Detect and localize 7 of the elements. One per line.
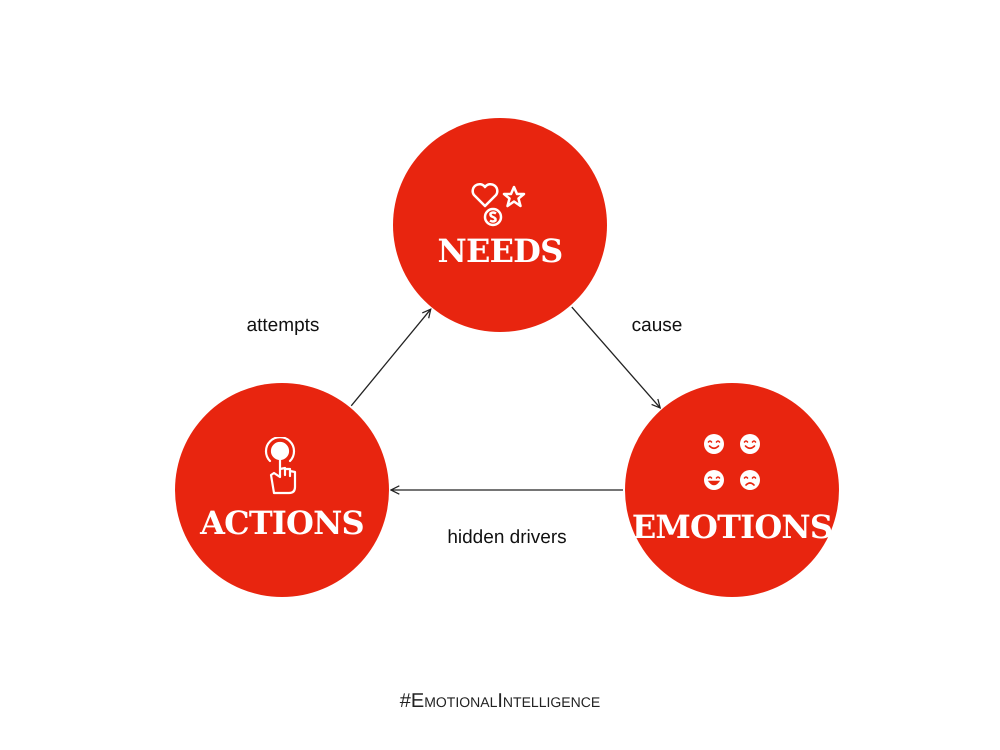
arrow — [390, 485, 623, 495]
arrow — [350, 308, 432, 406]
node-title: NEEDS — [438, 231, 562, 271]
hashtag-text: #EmotionalIntelligence — [400, 689, 600, 714]
node-title: EMOTIONS — [632, 507, 832, 547]
arrow — [571, 306, 661, 409]
node-title: ACTIONS — [200, 503, 364, 543]
